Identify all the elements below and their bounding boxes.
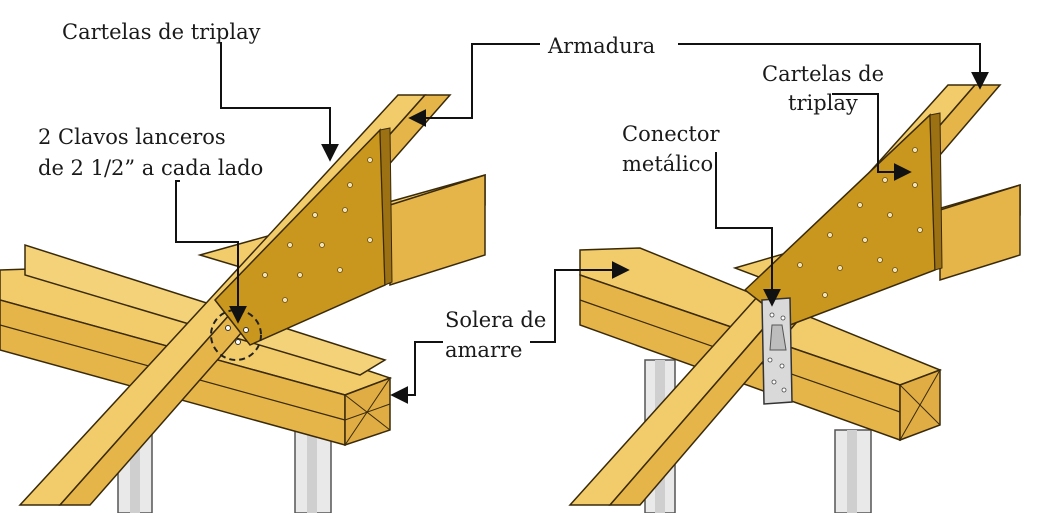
leader-right-gussets [832,93,912,181]
leader-toenails [175,180,247,324]
right-plywood-gusset [743,112,943,326]
leader-truss-left [408,43,540,127]
label-toenails-line2: de 2 1/2” a cada lado [38,156,263,180]
label-toenails-line1: 2 Clavos lanceros [38,125,226,149]
leader-left-gussets [220,42,339,162]
label-right-gussets-line2: triplay [788,91,858,115]
label-right-gussets-line1: Cartelas de [762,62,884,86]
label-left-gussets: Cartelas de triplay [62,20,261,44]
label-top-plate-line1: Solera de [445,308,546,332]
dashed-circle-icon [210,309,262,361]
label-truss: Armadura [547,34,655,58]
leader-connector [715,152,781,307]
label-top-plate-line2: amarre [445,338,522,362]
right-illustration [568,84,1021,513]
leader-top-plate-right [530,261,630,343]
label-connector-line1: Conector [622,122,721,146]
metal-connector [761,297,793,405]
leader-lines [175,42,989,404]
left-plywood-gusset [214,127,393,346]
label-connector-line2: metálico [622,152,713,176]
leader-top-plate-left [390,341,443,404]
leader-truss-right [678,43,989,90]
labels: Cartelas de triplay Armadura 2 Clavos la… [38,20,884,362]
left-illustration [0,94,486,513]
